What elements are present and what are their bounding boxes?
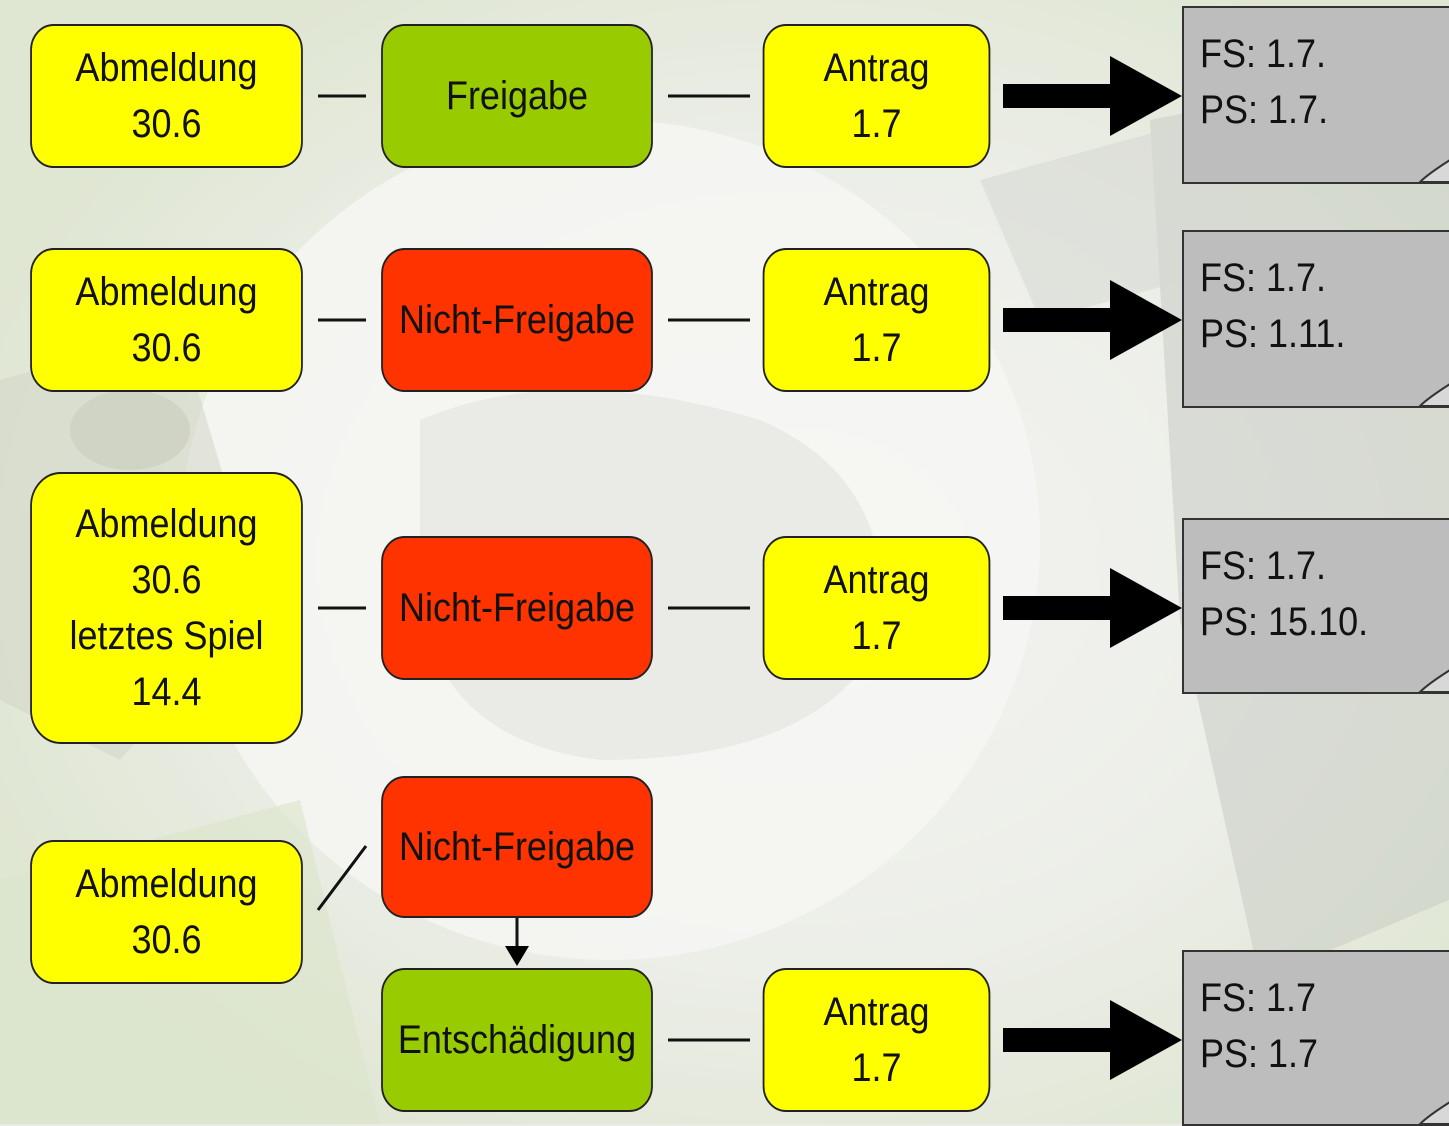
abmeldung-box-row-2: Abmeldung 30.6	[30, 248, 303, 392]
abmeldung-date: 30.6	[131, 326, 202, 370]
entschaedigung-box-row-4: Entschädigung	[381, 968, 653, 1112]
nicht-freigabe-box-row-4: Nicht-Freigabe	[381, 776, 653, 918]
row-4-connectors	[316, 845, 1182, 1080]
arrow-down-icon	[505, 946, 529, 966]
abmeldung-date: 30.6	[131, 558, 202, 602]
arrow-right-icon	[1003, 568, 1182, 648]
decision-label: Nicht-Freigabe	[398, 586, 636, 630]
arrow-right-icon	[1003, 280, 1182, 360]
antrag-date: 1.7	[851, 326, 902, 370]
abmeldung-date: 30.6	[131, 102, 202, 146]
row-3-connectors	[318, 568, 1182, 648]
compensation-label: Entschädigung	[397, 1018, 637, 1062]
nicht-freigabe-box-row-2: Nicht-Freigabe	[381, 248, 653, 392]
page-curl-icon	[1418, 383, 1449, 407]
abmeldung-label: Abmeldung	[75, 862, 258, 906]
result-note-row-1: FS: 1.7. PS: 1.7.	[1182, 6, 1449, 184]
antrag-box-row-3: Antrag 1.7	[762, 536, 991, 680]
antrag-date: 1.7	[851, 1046, 902, 1090]
page-curl-icon	[1418, 159, 1449, 183]
arrow-right-icon	[1003, 1000, 1182, 1080]
row-2-connectors	[318, 280, 1182, 360]
fs-date: FS: 1.7	[1200, 976, 1317, 1020]
page-curl-icon	[1418, 1101, 1449, 1125]
antrag-label: Antrag	[823, 558, 930, 602]
antrag-label: Antrag	[823, 46, 930, 90]
freigabe-box-row-1: Freigabe	[381, 24, 653, 168]
arrow-right-icon	[1003, 56, 1182, 136]
antrag-label: Antrag	[823, 990, 930, 1034]
abmeldung-label: Abmeldung	[75, 502, 258, 546]
decision-label: Nicht-Freigabe	[398, 298, 636, 342]
antrag-date: 1.7	[851, 102, 902, 146]
abmeldung-box-row-3: Abmeldung 30.6 letztes Spiel 14.4	[30, 472, 303, 744]
abmeldung-box-row-1: Abmeldung 30.6	[30, 24, 303, 168]
fs-date: FS: 1.7.	[1200, 544, 1327, 588]
fs-date: FS: 1.7.	[1200, 256, 1327, 300]
decision-label: Nicht-Freigabe	[398, 825, 636, 869]
antrag-box-row-4: Antrag 1.7	[762, 968, 991, 1112]
abmeldung-date: 30.6	[131, 918, 202, 962]
ps-date: PS: 1.7	[1200, 1032, 1319, 1076]
ps-date: PS: 1.11.	[1200, 312, 1346, 356]
antrag-date: 1.7	[851, 614, 902, 658]
nicht-freigabe-box-row-3: Nicht-Freigabe	[381, 536, 653, 680]
abmeldung-label: Abmeldung	[75, 270, 258, 314]
abmeldung-box-row-4: Abmeldung 30.6	[30, 840, 303, 984]
row-1-connectors	[318, 56, 1182, 136]
decision-label: Freigabe	[445, 74, 589, 118]
ps-date: PS: 1.7.	[1200, 88, 1329, 132]
result-note-row-2: FS: 1.7. PS: 1.11.	[1182, 230, 1449, 408]
antrag-box-row-1: Antrag 1.7	[762, 24, 991, 168]
antrag-label: Antrag	[823, 270, 930, 314]
fs-date: FS: 1.7.	[1200, 32, 1327, 76]
page-curl-icon	[1418, 669, 1449, 693]
result-note-row-3: FS: 1.7. PS: 15.10.	[1182, 518, 1449, 694]
last-game-date: 14.4	[131, 670, 202, 714]
abmeldung-label: Abmeldung	[75, 46, 258, 90]
antrag-box-row-2: Antrag 1.7	[762, 248, 991, 392]
ps-date: PS: 15.10.	[1200, 600, 1369, 644]
last-game-label: letztes Spiel	[69, 614, 264, 658]
